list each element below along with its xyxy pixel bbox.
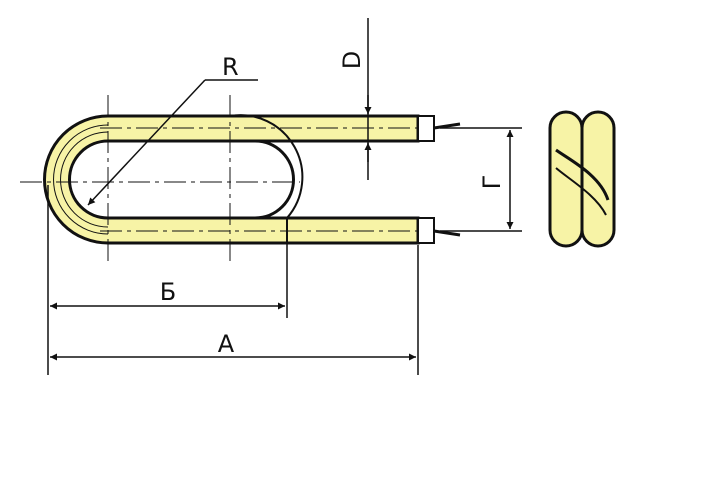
terminal-top [417, 115, 435, 142]
terminals [417, 115, 461, 244]
lead-wire-top [433, 122, 461, 130]
tube-loop-inner [108, 139, 295, 220]
label-d: D [338, 51, 366, 69]
tube-outer-outline [43, 114, 420, 245]
side-view [548, 110, 616, 248]
dimension-g [440, 127, 522, 232]
label-r: R [222, 53, 239, 81]
dimension-r [87, 79, 258, 206]
label-b: Б [160, 278, 176, 306]
lead-wire-bottom [433, 229, 461, 237]
label-a: A [218, 330, 235, 358]
side-view-twist-2 [555, 167, 607, 216]
tube-loop-right-bend [229, 114, 304, 243]
center-lines [20, 95, 418, 265]
side-view-twist [555, 148, 610, 201]
tube-inner-wall-2 [60, 131, 109, 228]
side-view-left-tube [548, 110, 584, 248]
tube-body [43, 114, 420, 245]
dimension-a [50, 245, 419, 375]
terminal-bottom [417, 217, 435, 244]
label-g: Г [478, 175, 506, 190]
tube-inner-wall [53, 124, 109, 235]
side-view-right-tube [580, 110, 616, 248]
dimension-b [47, 185, 288, 375]
